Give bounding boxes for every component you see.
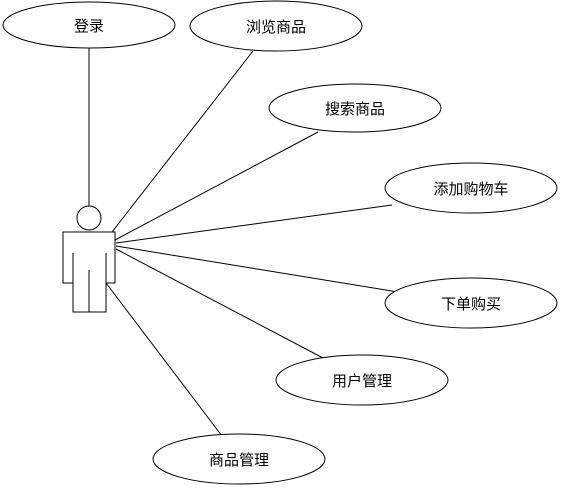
use-case-label: 商品管理: [209, 451, 269, 469]
use-case-label: 浏览商品: [246, 18, 306, 36]
association-place-order: [115, 245, 399, 293]
association-add-to-cart: [115, 204, 393, 244]
use-case-ellipse: [384, 277, 558, 329]
use-case-label: 登录: [74, 17, 104, 35]
use-case-search-products[interactable]: 搜索商品: [268, 83, 442, 133]
use-case-user-management[interactable]: 用户管理: [275, 354, 449, 406]
actor[interactable]: [62, 205, 116, 313]
use-case-ellipse: [2, 1, 176, 49]
association-product-management: [105, 282, 223, 437]
use-case-ellipse: [189, 0, 363, 52]
use-case-ellipse: [268, 83, 442, 133]
use-case-label: 搜索商品: [325, 100, 385, 118]
use-case-login[interactable]: 登录: [2, 1, 176, 49]
use-case-ellipse: [152, 433, 326, 485]
association-user-management: [115, 248, 324, 359]
association-browse-products: [111, 50, 254, 233]
use-case-ellipse: [275, 354, 449, 406]
actor-head: [76, 205, 102, 231]
association-search-products: [114, 131, 319, 241]
use-case-add-to-cart[interactable]: 添加购物车: [384, 162, 558, 214]
use-case-label: 下单购买: [441, 295, 501, 313]
use-case-place-order[interactable]: 下单购买: [384, 277, 558, 329]
use-case-product-management[interactable]: 商品管理: [152, 433, 326, 485]
use-case-browse-products[interactable]: 浏览商品: [189, 0, 363, 52]
use-case-ellipse: [384, 162, 558, 214]
use-case-label: 用户管理: [332, 372, 392, 390]
use-case-label: 添加购物车: [433, 180, 508, 198]
